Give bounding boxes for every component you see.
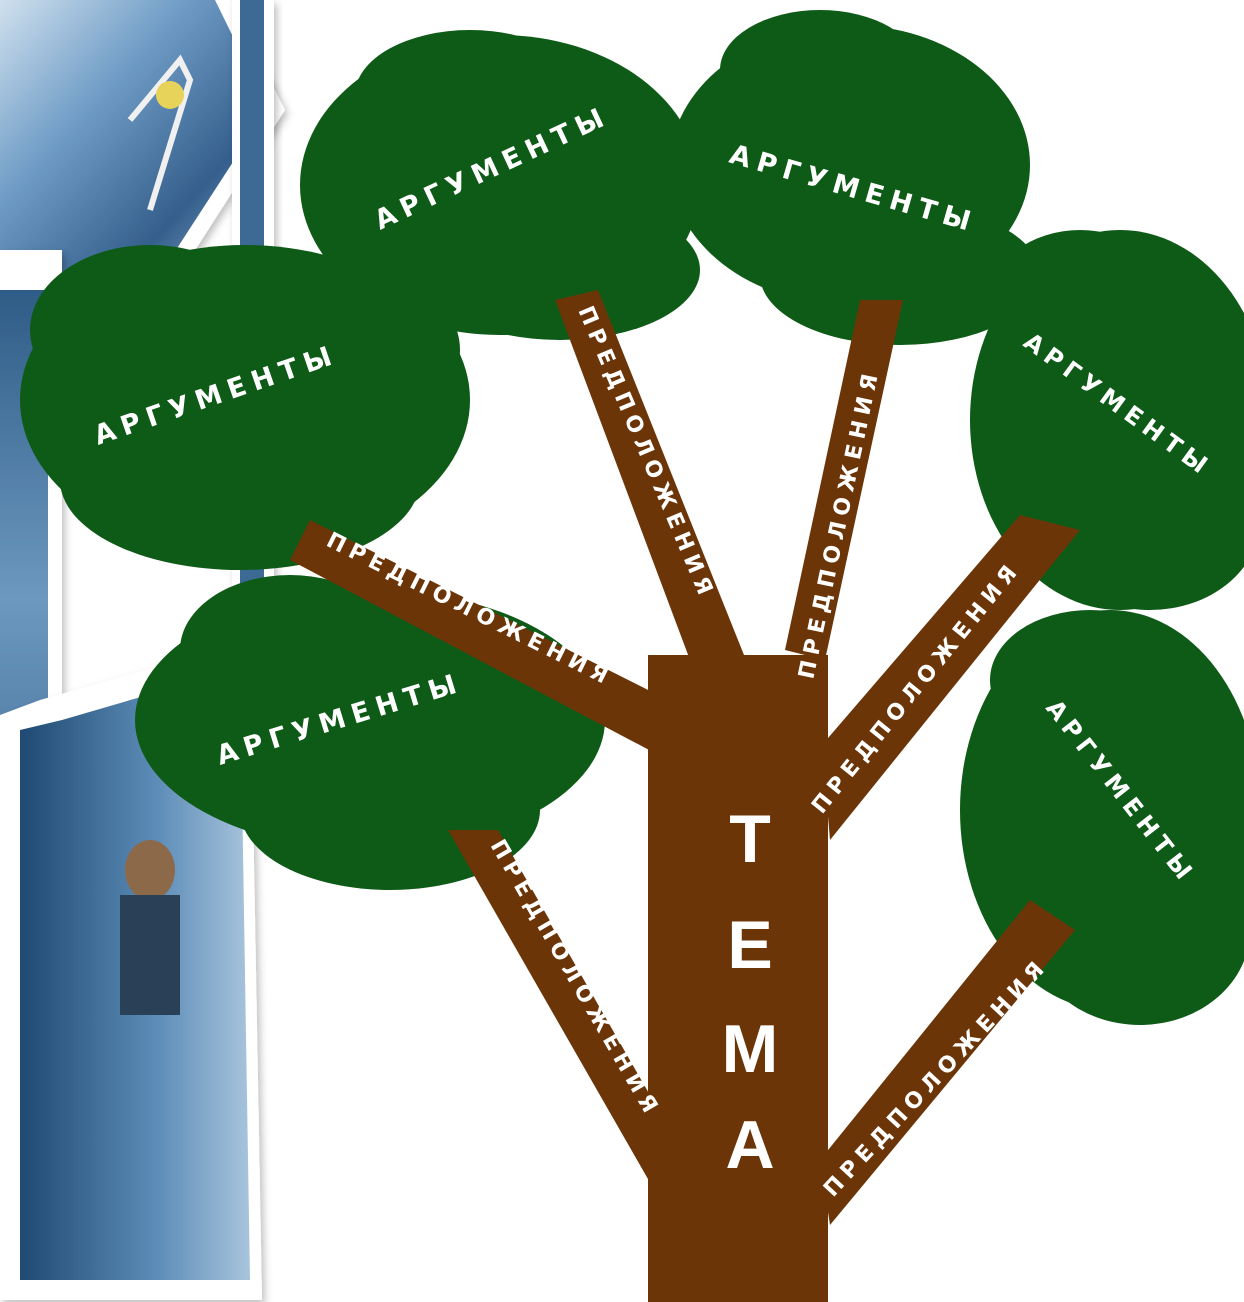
branch-lower-right (820, 900, 1075, 1225)
trunk-letter-2: Е (727, 907, 772, 983)
trunk-label: Т Е М А (722, 801, 779, 1183)
branch-top-right (785, 300, 903, 660)
branch-right-upper (822, 515, 1080, 840)
trunk (648, 655, 828, 1302)
trunk-letter-3: М (722, 1011, 779, 1087)
trunk-letter-1: Т (729, 801, 771, 877)
branch-lower-right-label: ПРЕДПОЛОЖЕНИЯ (819, 953, 1053, 1202)
branch-top-left (555, 290, 744, 660)
leaf-cluster-top-left (300, 30, 700, 340)
branch-lower-left (448, 830, 690, 1200)
branch-left (290, 520, 668, 760)
branch-lower-left-label: ПРЕДПОЛОЖЕНИЯ (485, 836, 665, 1123)
leaf-cluster-right-lower (960, 610, 1244, 1025)
branch-top-left-label: ПРЕДПОЛОЖЕНИЯ (572, 303, 719, 605)
trunk-letter-4: А (725, 1107, 774, 1183)
photo-top (0, 0, 285, 305)
leaf-cluster-top-right (670, 10, 1040, 345)
branches (290, 290, 1080, 1225)
foliage (20, 10, 1244, 1025)
leaf-cluster-right-upper (970, 230, 1244, 610)
